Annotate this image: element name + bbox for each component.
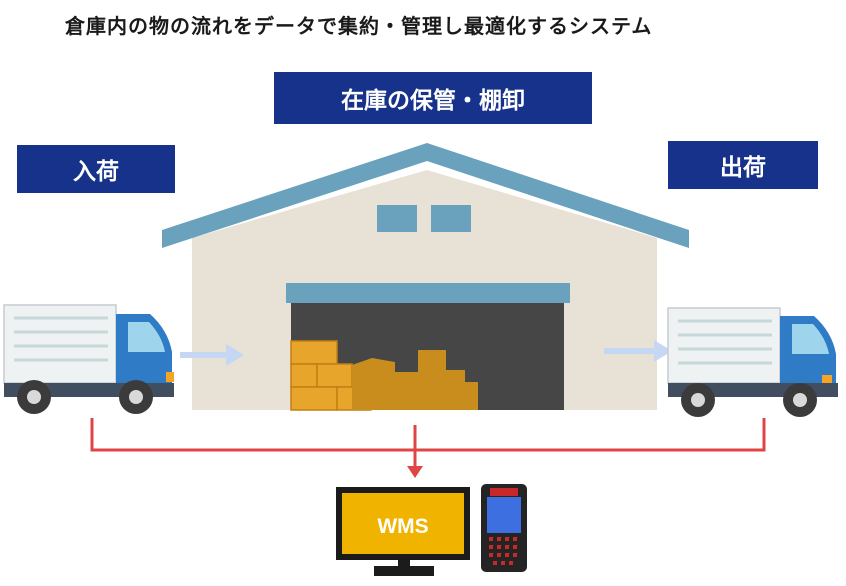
outbound-truck-icon — [667, 307, 838, 417]
handheld-scanner-icon — [481, 484, 527, 572]
inbound-truck-icon — [3, 304, 174, 414]
data-flow-lines — [90, 418, 766, 466]
outbound-label: 出荷 — [668, 141, 818, 189]
wms-monitor-text: WMS — [377, 515, 429, 538]
inbound-label: 入荷 — [17, 145, 175, 193]
inventory-boxes-icon — [290, 340, 478, 411]
monitor-icon — [336, 487, 470, 576]
page-title: 倉庫内の物の流れをデータで集約・管理し最適化するシステム — [65, 14, 653, 38]
data-flow-arrowhead — [407, 466, 423, 478]
inbound-arrow-icon — [180, 344, 244, 366]
storage-label: 在庫の保管・棚卸 — [274, 72, 592, 124]
outbound-arrow-icon — [604, 340, 672, 362]
